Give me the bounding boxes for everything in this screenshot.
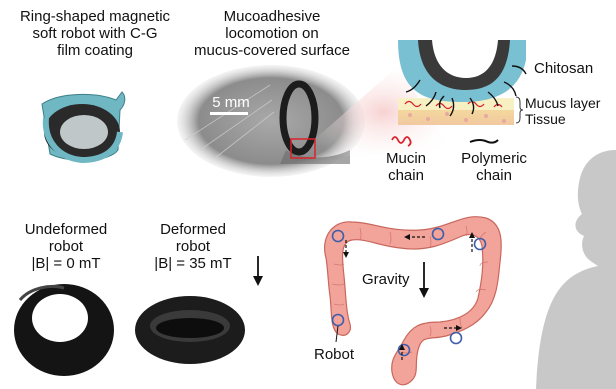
scale-bar (210, 112, 248, 115)
chitosan-label: Chitosan (534, 60, 593, 77)
scale-bar-label: 5 mm (206, 94, 256, 111)
robot-label: Robot (314, 346, 354, 363)
polymeric-chain-label: Polymeric chain (450, 150, 538, 184)
gravity-arrow (419, 262, 429, 298)
mucin-chain-label: Mucin chain (380, 150, 432, 184)
layer-brace (516, 97, 523, 123)
mucus-cross-section (398, 40, 526, 125)
human-silhouette (536, 150, 616, 389)
mucus-layer-label: Mucus layer (525, 95, 600, 112)
top-left-title: Ring-shaped magnetic soft robot with C-G… (2, 8, 188, 59)
gravity-label: Gravity (362, 271, 410, 288)
field-direction-arrow (253, 256, 263, 286)
polymeric-chain-icon (470, 140, 498, 143)
top-middle-title: Mucoadhesive locomotion on mucus-covered… (176, 8, 368, 59)
coated-ring-robot (42, 92, 125, 160)
undeformed-label: Undeformed robot |B| = 0 mT (6, 221, 126, 272)
tissue-label: Tissue (525, 111, 566, 128)
deformed-robot-image (135, 296, 245, 364)
undeformed-robot-image (14, 284, 114, 376)
deformed-label: Deformed robot |B| = 35 mT (140, 221, 246, 272)
